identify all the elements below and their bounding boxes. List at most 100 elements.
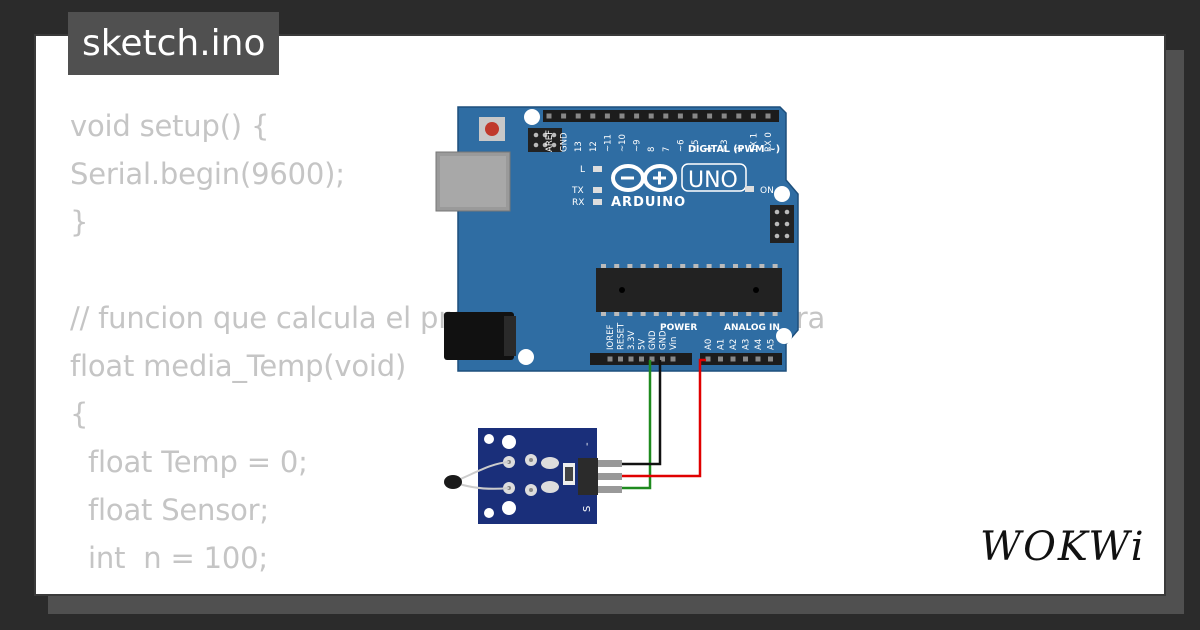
power-pin-label: RESET: [617, 322, 627, 350]
analog-pin[interactable]: [768, 356, 773, 362]
digital-pin-label: AREF: [545, 130, 555, 152]
file-title: sketch.ino: [68, 12, 280, 75]
code-line: Serial.begin(9600);: [70, 157, 345, 191]
mounting-hole: [518, 349, 534, 365]
code-line: float Temp = 0;: [70, 445, 308, 479]
digital-pin-label: ~3: [720, 139, 730, 152]
mounting-hole: [524, 109, 540, 125]
analog-pin-label: A1: [717, 339, 727, 350]
rx-led-label: RX: [572, 198, 584, 208]
sensor-pins[interactable]: [578, 458, 622, 495]
digital-pin-label: RX 0: [764, 132, 774, 152]
analog-pin[interactable]: [718, 356, 723, 362]
analog-pin-label: A5: [767, 339, 777, 350]
digital-pin[interactable]: [750, 113, 756, 119]
power-pin-label: Vin: [669, 337, 679, 350]
digital-pin[interactable]: [604, 113, 610, 119]
arduino-logo-icon: [611, 164, 677, 192]
analog-pin-label: A2: [729, 339, 739, 350]
digital-pin[interactable]: [663, 113, 669, 119]
brand-label: ARDUINO: [611, 195, 686, 210]
power-pin-label: IOREF: [606, 325, 616, 350]
l-led: [593, 166, 602, 172]
wires: [622, 358, 706, 490]
digital-pin-header[interactable]: [543, 110, 779, 122]
power-pin[interactable]: [670, 356, 676, 362]
digital-pin[interactable]: [692, 113, 698, 119]
signal-pin-label: S: [582, 506, 593, 512]
digital-pin[interactable]: [677, 113, 683, 119]
digital-pin[interactable]: [765, 113, 771, 119]
digital-pin-label: 12: [589, 141, 599, 152]
digital-pin[interactable]: [648, 113, 654, 119]
digital-pin-label: ~9: [633, 139, 643, 152]
power-pin[interactable]: [639, 356, 644, 362]
digital-pin-label: 8: [647, 147, 657, 152]
code-line: float media_Temp(void): [70, 349, 407, 383]
microcontroller-chip: [596, 264, 782, 316]
temperature-sensor-module[interactable]: - S: [444, 428, 622, 524]
power-pin-label: GND: [659, 330, 669, 350]
icsp-header: [528, 128, 562, 152]
wire-green: [622, 360, 652, 490]
power-pin-label: 3.3V: [627, 330, 637, 350]
on-led-label: ON: [760, 186, 774, 196]
digital-pin[interactable]: [575, 113, 581, 119]
mounting-hole: [484, 508, 494, 518]
digital-pin-label: ~11: [603, 134, 613, 152]
analog-pin-label: A0: [704, 339, 714, 350]
code-line: }: [70, 205, 89, 239]
mounting-hole: [776, 328, 792, 344]
analog-pin[interactable]: [730, 356, 736, 362]
code-line: void setup() {: [70, 109, 270, 143]
thermistor: [444, 475, 462, 489]
wire-black: [622, 360, 662, 466]
wokwi-logo-icon: WOKWi: [980, 524, 1144, 570]
analog-pin-header[interactable]: [700, 353, 782, 365]
tx-led: [593, 187, 602, 193]
code-line: int n = 100;: [70, 541, 268, 575]
digital-pin[interactable]: [619, 113, 625, 119]
digital-pin-label: 2: [735, 147, 745, 152]
mounting-hole: [484, 434, 494, 444]
analog-pin-label: A3: [742, 339, 752, 350]
analog-pin[interactable]: [743, 356, 748, 362]
tx-led-label: TX: [571, 186, 584, 196]
power-pin[interactable]: [618, 356, 623, 362]
digital-pin[interactable]: [546, 113, 552, 119]
digital-pin[interactable]: [561, 113, 567, 119]
mounting-hole: [774, 186, 790, 202]
power-pin[interactable]: [607, 356, 613, 362]
model-label: UNO: [688, 168, 738, 193]
model-badge: [681, 163, 747, 192]
digital-pin[interactable]: [590, 113, 596, 119]
analog-pin[interactable]: [755, 356, 761, 362]
power-pin[interactable]: [660, 356, 665, 362]
digital-label: DIGITAL (PWM ~): [688, 144, 780, 155]
digital-pin[interactable]: [721, 113, 727, 119]
digital-pin-label: GND: [560, 132, 570, 152]
digital-pin-label: ~6: [676, 139, 686, 152]
power-pin[interactable]: [628, 356, 634, 362]
wire-red: [622, 358, 706, 478]
wokwi-logo: WOKWi: [978, 520, 1150, 580]
analog-pin[interactable]: [705, 356, 711, 362]
power-pin[interactable]: [649, 356, 655, 362]
digital-pin[interactable]: [634, 113, 640, 119]
on-led: [745, 186, 754, 192]
digital-pin-label: 13: [574, 141, 584, 152]
analog-pin-label: A4: [754, 339, 764, 350]
minus-pin-label: -: [582, 442, 593, 446]
smd-resistor: [563, 463, 575, 485]
digital-pin[interactable]: [707, 113, 713, 119]
power-jack: [444, 312, 514, 360]
digital-pin-label: TX 1: [749, 133, 759, 153]
code-line: {: [70, 397, 89, 431]
icsp-header-right: [770, 205, 794, 243]
digital-pin[interactable]: [736, 113, 742, 119]
